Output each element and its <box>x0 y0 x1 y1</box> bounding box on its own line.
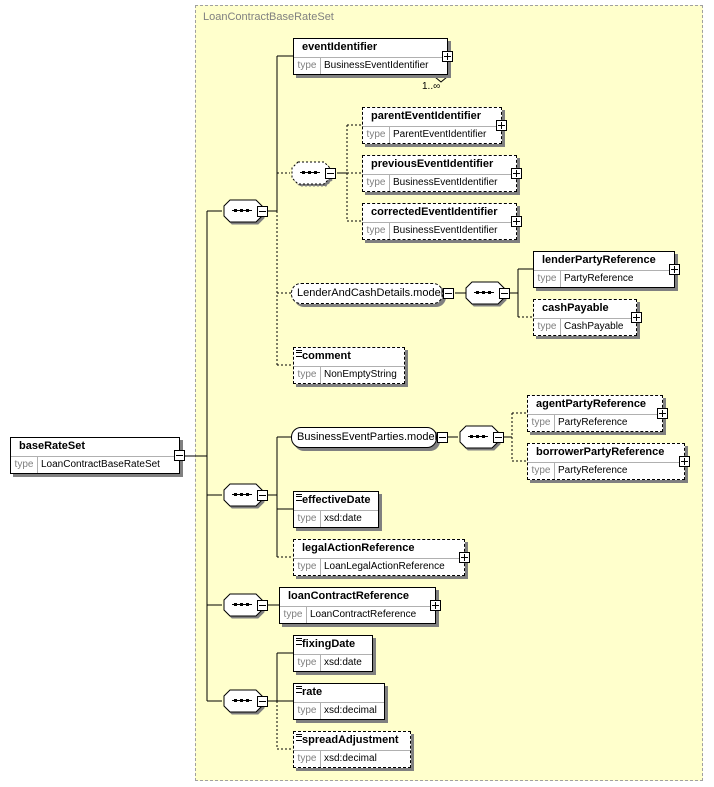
collapse-toggle-seq1[interactable] <box>257 206 268 217</box>
expand-toggle-cashPayable[interactable] <box>631 312 642 323</box>
expand-toggle-lenderPartyReference[interactable] <box>669 264 680 275</box>
collapse-toggle-parties-model[interactable] <box>437 432 448 443</box>
collapse-toggle-lender-seq[interactable] <box>499 288 510 299</box>
complex-type-title: LoanContractBaseRateSet <box>203 11 334 23</box>
collapse-toggle-seq3[interactable] <box>257 600 268 611</box>
expand-toggle-parentEventIdentifier[interactable] <box>496 120 507 131</box>
expand-toggle-eventIdentifier[interactable] <box>442 51 453 62</box>
simple-type-icon <box>296 734 302 741</box>
group-BusinessEventParties-model[interactable]: BusinessEventParties.model <box>291 427 437 448</box>
simple-type-icon <box>296 494 302 501</box>
simple-type-icon <box>296 638 302 645</box>
collapse-toggle-lender-model[interactable] <box>443 288 454 299</box>
occurrence-label: 1..∞ <box>422 81 441 92</box>
collapse-toggle-choice[interactable] <box>325 168 336 179</box>
collapse-toggle-seq4[interactable] <box>257 696 268 707</box>
group-LenderAndCashDetails-model[interactable]: LenderAndCashDetails.model <box>291 283 443 304</box>
expand-toggle-legalActionReference[interactable] <box>459 552 470 563</box>
expand-toggle-borrowerPartyReference[interactable] <box>679 456 690 467</box>
collapse-toggle-parties-seq[interactable] <box>493 432 504 443</box>
expand-toggle-previousEventIdentifier[interactable] <box>511 168 522 179</box>
simple-type-icon <box>296 686 302 693</box>
expand-toggle-correctedEventIdentifier[interactable] <box>511 216 522 227</box>
sequence-dots <box>232 171 494 702</box>
collapse-toggle-root[interactable] <box>174 450 185 461</box>
collapse-toggle-seq2[interactable] <box>257 490 268 501</box>
expand-toggle-agentPartyReference[interactable] <box>657 408 668 419</box>
expand-toggle-loanContractReference[interactable] <box>430 600 441 611</box>
simple-type-icon <box>296 350 302 357</box>
